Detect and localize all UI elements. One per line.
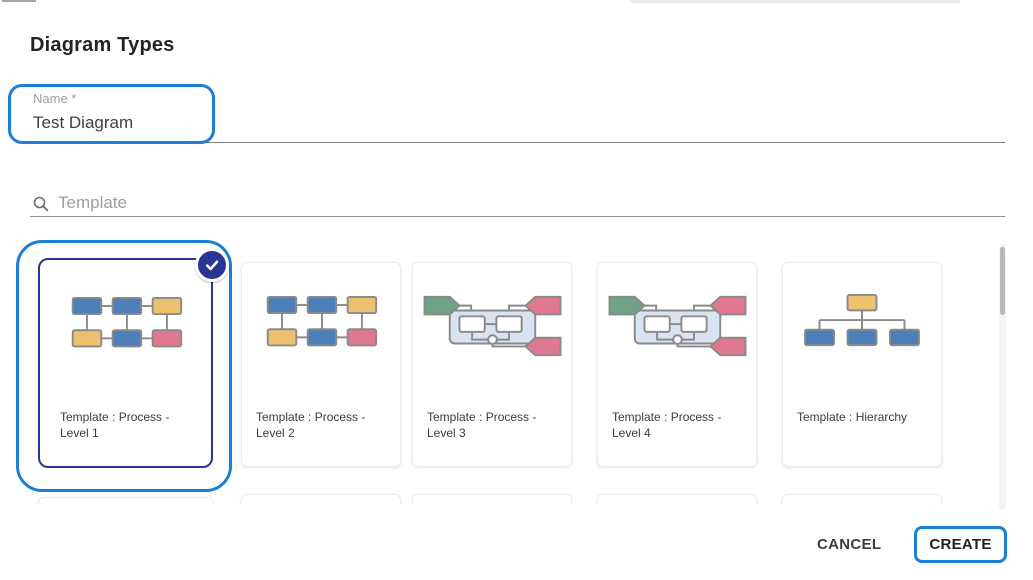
cancel-button[interactable]: CANCEL (813, 534, 885, 555)
template-card-hierarchy[interactable]: Template : Hierarchy (782, 262, 942, 467)
template-card-process-level-4[interactable]: Template : Process - Level 4 (597, 262, 757, 467)
template-card-partial[interactable] (412, 494, 572, 504)
screen-edge-artifact (2, 0, 36, 2)
check-icon (195, 248, 229, 282)
scrollbar-track[interactable] (999, 244, 1006, 510)
search-icon (33, 196, 49, 212)
template-card-partial[interactable] (782, 494, 942, 504)
process-flow-thumbnail (71, 296, 182, 348)
name-field-label: Name * (33, 91, 77, 106)
hierarchy-tree-thumbnail (804, 293, 920, 347)
gateway-flow-thumbnail (423, 295, 561, 357)
name-field[interactable]: Test Diagram (33, 113, 134, 132)
template-list: Template : Process - Level 1 (0, 240, 1012, 504)
template-card-partial[interactable] (241, 494, 401, 504)
template-card-process-level-1[interactable]: Template : Process - Level 1 (38, 258, 213, 468)
name-field-underline (30, 142, 1005, 143)
template-card-label: Template : Process - Level 3 (427, 410, 537, 440)
template-card-label: Template : Process - Level 1 (60, 410, 170, 440)
name-field-highlight (8, 84, 215, 144)
scrollbar-thumb[interactable] (1000, 247, 1005, 315)
create-button[interactable]: CREATE (914, 526, 1007, 563)
template-card-label: Template : Process - Level 4 (612, 410, 722, 440)
page-title: Diagram Types (30, 34, 175, 56)
template-card-label: Template : Process - Level 2 (256, 410, 366, 440)
gateway-flow-thumbnail (608, 295, 746, 357)
template-card-partial[interactable] (38, 497, 213, 504)
template-card-process-level-3[interactable]: Template : Process - Level 3 (412, 262, 572, 467)
selected-card-highlight (16, 240, 232, 492)
template-card-process-level-2[interactable]: Template : Process - Level 2 (241, 262, 401, 467)
template-search-input[interactable]: Template (58, 193, 127, 212)
template-card-label: Template : Hierarchy (797, 410, 908, 424)
screen-edge-artifact (630, 0, 960, 3)
search-underline (30, 216, 1005, 217)
process-flow-thumbnail (266, 295, 378, 347)
template-card-partial[interactable] (597, 494, 757, 504)
